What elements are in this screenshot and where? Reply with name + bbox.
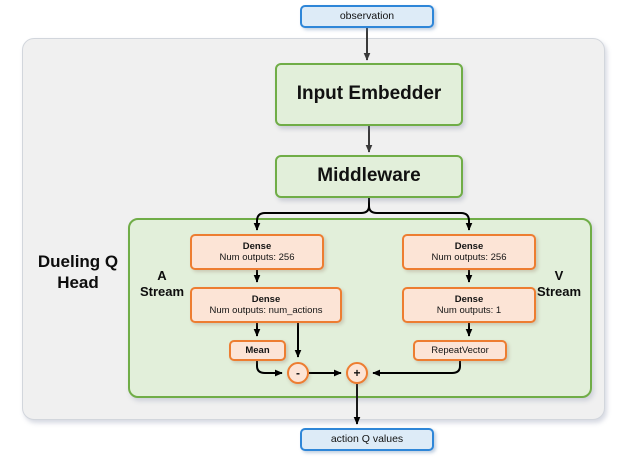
subtract-operator-symbol: - [296, 366, 300, 380]
observation-label: observation [339, 10, 395, 23]
add-operator-symbol: + [353, 366, 361, 380]
stream-v-label: V Stream [528, 268, 590, 300]
stream-a-label-line1: A [157, 268, 167, 283]
dueling-q-head-title: Dueling Q Head [30, 252, 126, 293]
stream-a-dense1-title: Dense [242, 240, 272, 252]
stream-v-dense1-node[interactable]: Dense Num outputs: 256 [402, 234, 536, 270]
stream-v-dense2-title: Dense [454, 293, 484, 305]
stream-v-dense2-node[interactable]: Dense Num outputs: 1 [402, 287, 536, 323]
stream-a-label: A Stream [133, 268, 191, 300]
stream-a-dense2-subtitle: Num outputs: num_actions [209, 305, 323, 316]
mean-node[interactable]: Mean [229, 340, 286, 361]
input-embedder-node[interactable]: Input Embedder [275, 63, 463, 126]
input-embedder-label: Input Embedder [296, 83, 442, 105]
stream-a-dense1-node[interactable]: Dense Num outputs: 256 [190, 234, 324, 270]
action-q-values-label: action Q values [330, 433, 404, 446]
repeat-vector-label: RepeatVector [431, 344, 489, 356]
observation-node[interactable]: observation [300, 5, 434, 28]
stream-v-dense1-subtitle: Num outputs: 256 [431, 252, 507, 263]
stream-a-dense1-subtitle: Num outputs: 256 [219, 252, 295, 263]
repeat-vector-node[interactable]: RepeatVector [413, 340, 507, 361]
stream-a-label-line2: Stream [139, 283, 185, 299]
add-operator-node[interactable]: + [346, 362, 368, 384]
mean-label: Mean [245, 344, 270, 356]
stream-v-dense1-title: Dense [454, 240, 484, 252]
action-q-values-node[interactable]: action Q values [300, 428, 434, 451]
stream-v-label-line2: Stream [536, 283, 582, 299]
subtract-operator-node[interactable]: - [287, 362, 309, 384]
middleware-label: Middleware [317, 165, 421, 187]
stream-v-dense2-subtitle: Num outputs: 1 [436, 305, 502, 316]
middleware-node[interactable]: Middleware [275, 155, 463, 198]
stream-a-dense2-title: Dense [251, 293, 281, 305]
stream-v-label-line1: V [554, 268, 564, 283]
stream-a-dense2-node[interactable]: Dense Num outputs: num_actions [190, 287, 342, 323]
dueling-q-head-title-text: Dueling Q Head [37, 252, 119, 292]
